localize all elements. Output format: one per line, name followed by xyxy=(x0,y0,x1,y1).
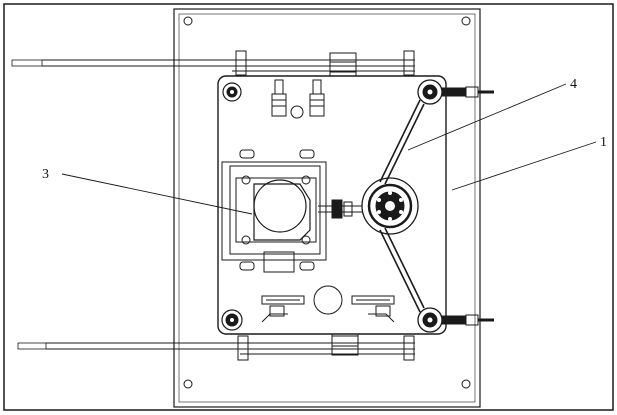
drive-pulley xyxy=(361,177,419,235)
part-label-1: 1 xyxy=(600,135,607,150)
tension-bolts xyxy=(441,86,494,326)
part-label-3: 3 xyxy=(42,167,49,182)
clamp-assembly xyxy=(221,149,327,273)
belt xyxy=(379,99,425,313)
leader-line-3 xyxy=(61,173,253,215)
top-sensors xyxy=(271,79,325,119)
leader-line-1 xyxy=(451,141,597,191)
base-plate-holes xyxy=(183,16,471,389)
part-label-4: 4 xyxy=(570,77,577,92)
bottom-guide-rod xyxy=(17,324,415,361)
leader-lines xyxy=(61,83,597,215)
connecting-shaft xyxy=(318,199,362,219)
outer-frame xyxy=(3,3,614,411)
corner-rollers xyxy=(221,79,443,333)
leader-line-4 xyxy=(407,83,567,151)
base-plate-inner xyxy=(178,13,476,403)
base-plate xyxy=(173,8,481,408)
bottom-switches xyxy=(261,285,395,323)
